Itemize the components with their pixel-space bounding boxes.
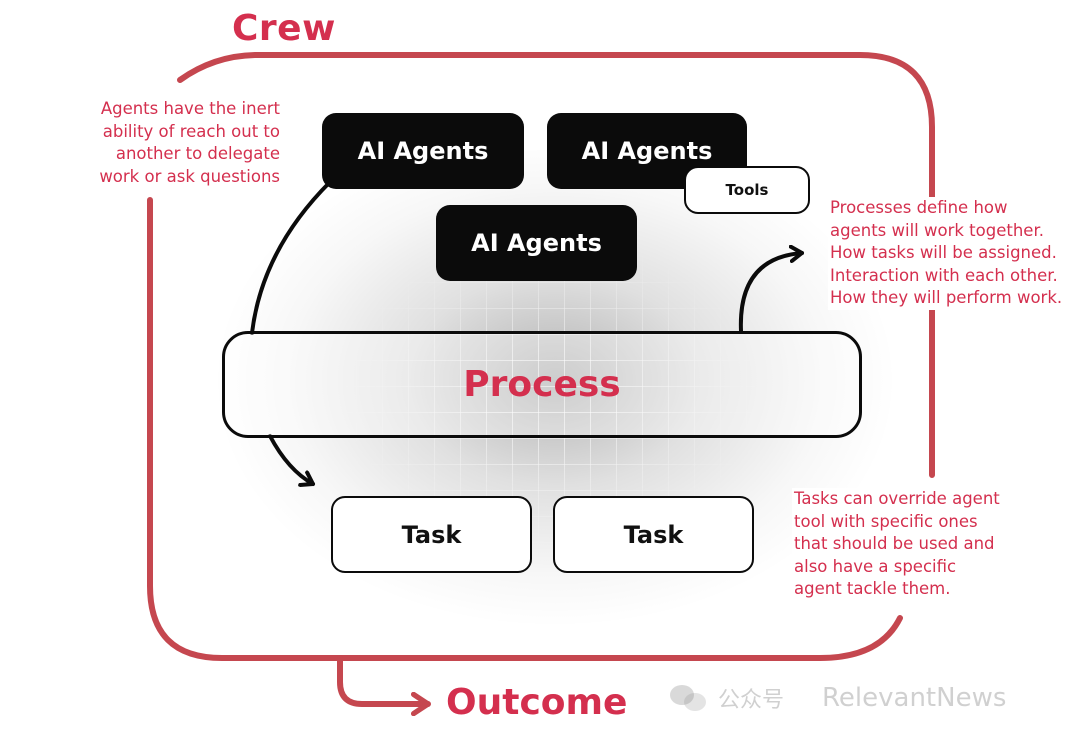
task-card: Task [553,496,754,573]
crew-frame [147,52,935,661]
outcome-title: Outcome [446,682,628,723]
annotation-line: also have a specific [794,556,957,576]
process-note-arrow [738,253,804,333]
annotation-line: How they will perform work. [830,288,1063,307]
annotation-line: agent tackle them. [794,579,951,598]
annotation-line: Interaction with each other. [830,265,1058,285]
outcome-arrow [337,655,431,704]
watermark-platform: 公众号 [718,688,785,713]
annotation-line: another to delegate [115,144,280,163]
annotation-line: How tasks will be assigned. [830,243,1057,262]
processes-annotation: Processes define how agents will work to… [828,197,1065,310]
agents-annotation: Agents have the inert ability of reach o… [95,98,284,188]
annotation-line: Processes define how [830,198,1008,217]
watermark-brand: RelevantNews [822,683,1007,713]
crew-title: Crew [232,8,336,49]
process-box: Process [222,331,862,438]
ai-agent-card: AI Agents [322,113,524,189]
annotation-line: Agents have the inert [100,99,280,118]
annotation-line: ability of reach out to [102,121,280,141]
agent-delegation-connector [250,180,332,335]
process-to-task-arrow [268,434,315,484]
ai-agent-card: AI Agents [436,205,637,281]
tools-badge: Tools [684,166,810,214]
annotation-line: work or ask questions [99,166,280,186]
tasks-annotation: Tasks can override agent tool with speci… [792,488,1002,601]
watermark: 公众号 RelevantNews [670,682,1006,714]
annotation-line: agents will work together. [830,220,1044,240]
annotation-line: Tasks can override agent [794,489,1000,508]
wechat-icon [670,683,708,713]
task-card: Task [331,496,532,573]
annotation-line: that should be used and [794,534,995,553]
annotation-line: tool with specific ones [794,511,978,531]
